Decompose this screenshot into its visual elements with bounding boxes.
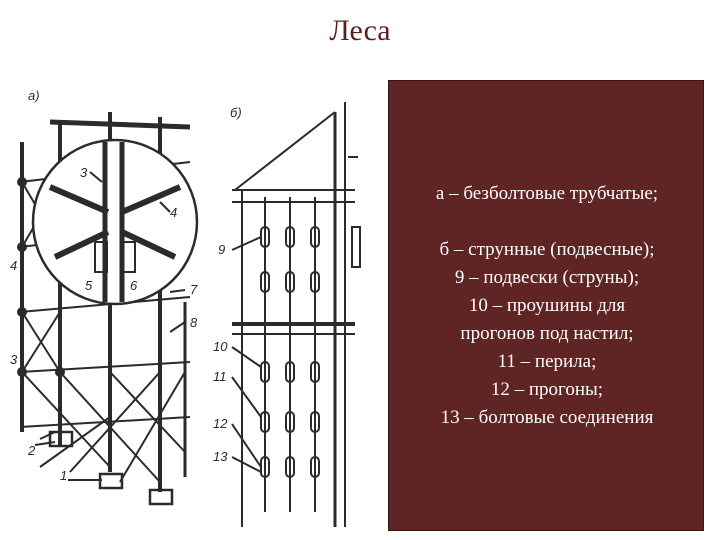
callout-b-11: 11	[213, 369, 227, 384]
callout-a-7: 7	[190, 282, 198, 297]
callout-a-6: 6	[130, 278, 138, 293]
scaffolding-svg: а) б) 1 2 3 3 4 4 5 6 7 8 9 10 11 12 13	[10, 88, 361, 527]
callout-a-4-low: 4	[10, 258, 17, 273]
callout-b-10: 10	[213, 339, 228, 354]
legend-panel: а – безболтовые трубчатые; б – струнные …	[388, 80, 704, 531]
legend-line-b: б – струнные (подвесные);	[439, 239, 655, 260]
callout-b-13: 13	[213, 449, 228, 464]
callout-a-2: 2	[27, 443, 36, 458]
callout-a-4-high: 4	[170, 205, 177, 220]
legend-line-12: 12 – прогоны;	[490, 379, 604, 400]
legend-line-10-cont: прогонов под настил;	[460, 323, 634, 344]
part-b-label: б)	[230, 105, 242, 120]
legend-line-11: 11 – перила;	[497, 351, 597, 372]
legend-line-13: 13 – болтовые соединения	[440, 407, 654, 428]
slide-title: Леса	[329, 14, 391, 47]
legend-line-10: 10 – проушины для	[468, 295, 626, 316]
callout-b-9: 9	[218, 242, 225, 257]
callout-a-1: 1	[60, 468, 67, 483]
callout-a-8: 8	[190, 315, 198, 330]
callout-a-5: 5	[85, 278, 93, 293]
part-a-label: а)	[28, 88, 40, 103]
callout-a-3-low: 3	[10, 352, 18, 367]
callout-a-3-high: 3	[80, 165, 88, 180]
scaffolding-drawing: а) б) 1 2 3 3 4 4 5 6 7 8 9 10 11 12 13	[10, 72, 386, 527]
callout-b-12: 12	[213, 416, 228, 431]
legend-line-a: а – безболтовые трубчатые;	[435, 183, 659, 204]
legend-line-9: 9 – подвески (струны);	[454, 267, 640, 288]
